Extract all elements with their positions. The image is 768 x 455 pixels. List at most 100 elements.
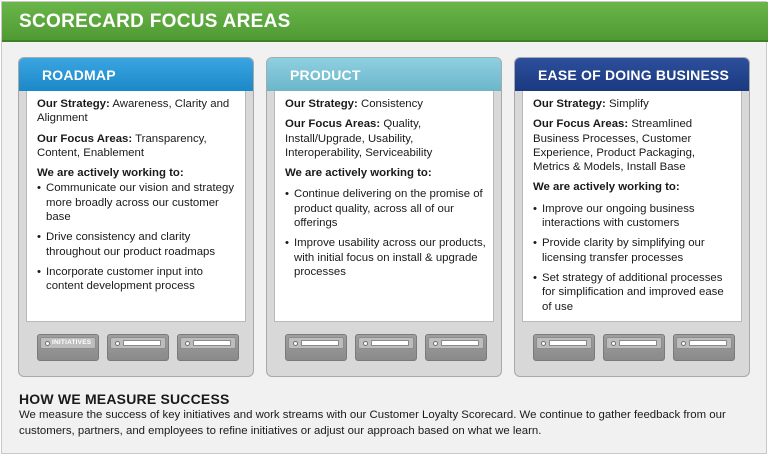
indicator-icon xyxy=(681,341,686,346)
bullet-text: Drive consistency and clarity throughout… xyxy=(46,231,216,258)
tab-face xyxy=(180,337,236,349)
focus-line: Our Focus Areas: Quality, Install/Upgrad… xyxy=(285,117,486,160)
bullet-text: Improve usability across our products, w… xyxy=(294,237,486,278)
working-heading: We are actively working to: xyxy=(37,167,184,180)
bullet-text: Provide clarity by simplifying our licen… xyxy=(542,237,705,264)
list-item: • Incorporate customer input into content… xyxy=(37,265,238,294)
page-title: SCORECARD FOCUS AREAS xyxy=(19,11,291,32)
indicator-icon xyxy=(541,341,546,346)
initiatives-tray xyxy=(522,322,742,368)
card-body: Our Strategy: Awareness, Clarity and Ali… xyxy=(26,91,246,322)
tab-face xyxy=(288,337,344,349)
strategy-line: Our Strategy: Awareness, Clarity and Ali… xyxy=(37,97,238,126)
header-banner: SCORECARD FOCUS AREAS xyxy=(2,2,768,42)
bullet-icon: • xyxy=(285,188,289,201)
card-title: PRODUCT xyxy=(290,67,361,83)
card-header: ROADMAP xyxy=(19,58,253,91)
tab-placeholder[interactable] xyxy=(533,334,595,361)
bullet-text: Communicate our vision and strategy more… xyxy=(46,182,235,224)
tab-placeholder[interactable] xyxy=(603,334,665,361)
label-bar xyxy=(193,340,231,346)
indicator-icon xyxy=(363,341,368,346)
initiatives-tab[interactable]: INITIATIVES xyxy=(37,334,99,361)
strategy-line: Our Strategy: Consistency xyxy=(285,97,486,111)
card-body: Our Strategy: Consistency Our Focus Area… xyxy=(274,91,494,322)
tab-face xyxy=(428,337,484,349)
bullet-text: Improve our ongoing business interaction… xyxy=(542,202,695,230)
card-header: PRODUCT xyxy=(267,58,501,91)
label-bar xyxy=(371,340,409,346)
focus-label: Our Focus Areas: xyxy=(533,118,629,131)
measure-paragraph: We measure the success of key initiative… xyxy=(19,409,726,437)
focus-label: Our Focus Areas: xyxy=(285,118,381,131)
indicator-icon xyxy=(293,341,298,346)
bullet-icon: • xyxy=(37,231,41,244)
initiatives-tray xyxy=(274,322,494,368)
indicator-icon xyxy=(115,341,120,346)
focus-text: Quality, Install/Upgrade, Usability, Int… xyxy=(285,118,433,159)
tab-placeholder[interactable] xyxy=(107,334,169,361)
strategy-label: Our Strategy: xyxy=(533,98,606,110)
indicator-icon xyxy=(433,341,438,346)
label-bar xyxy=(123,340,161,346)
tab-placeholder[interactable] xyxy=(355,334,417,361)
card-body: Our Strategy: Simplify Our Focus Areas: … xyxy=(522,91,742,322)
list-item: • Provide clarity by simplifying our lice… xyxy=(533,236,734,265)
tab-face xyxy=(536,337,592,349)
roadmap-card: ROADMAP Our Strategy: Awareness, Clarity… xyxy=(18,57,254,377)
label-bar xyxy=(301,340,339,346)
bullet-icon: • xyxy=(285,237,289,250)
focus-line: Our Focus Areas: Transparency, Content, … xyxy=(37,132,238,161)
list-item: • Communicate our vision and strategy mor… xyxy=(37,181,238,224)
bullet-icon: • xyxy=(533,237,537,250)
ease-of-doing-business-card: EASE OF DOING BUSINESS Our Strategy: Sim… xyxy=(514,57,750,377)
tab-placeholder[interactable] xyxy=(285,334,347,361)
list-item: • Improve our ongoing business interactio… xyxy=(533,202,734,231)
card-title: EASE OF DOING BUSINESS xyxy=(538,67,730,83)
label-bar xyxy=(619,340,657,346)
focus-label: Our Focus Areas: xyxy=(37,132,133,145)
focus-text: Streamlined Business Processes, Customer… xyxy=(533,118,696,174)
working-heading: We are actively working to: xyxy=(533,181,680,194)
tab-face xyxy=(676,337,732,349)
strategy-text: Awareness, Clarity and Alignment xyxy=(37,98,230,125)
strategy-text: Consistency xyxy=(357,98,424,110)
indicator-icon xyxy=(185,341,190,346)
label-bar xyxy=(441,340,479,346)
tab-face xyxy=(606,337,662,349)
label-bar xyxy=(549,340,587,346)
initiatives-tray: INITIATIVES xyxy=(26,322,246,368)
strategy-line: Our Strategy: Simplify xyxy=(533,97,734,111)
tab-face: INITIATIVES xyxy=(40,337,96,349)
strategy-label: Our Strategy: xyxy=(285,98,358,110)
tab-placeholder[interactable] xyxy=(425,334,487,361)
list-item: • Set strategy of additional processes fo… xyxy=(533,271,734,314)
bullet-icon: • xyxy=(533,202,537,215)
tab-face xyxy=(110,337,166,349)
card-header: EASE OF DOING BUSINESS xyxy=(515,58,749,91)
strategy-text: Simplify xyxy=(605,98,649,110)
bullet-text: Incorporate customer input into content … xyxy=(46,265,204,293)
list-item: • Drive consistency and clarity throughou… xyxy=(37,230,238,259)
tab-placeholder[interactable] xyxy=(177,334,239,361)
bullet-text: Continue delivering on the promise of pr… xyxy=(294,188,483,230)
initiatives-label: INITIATIVES xyxy=(52,339,92,346)
strategy-label: Our Strategy: xyxy=(37,98,110,110)
focus-line: Our Focus Areas: Streamlined Business Pr… xyxy=(533,117,734,174)
indicator-icon xyxy=(611,341,616,346)
product-card: PRODUCT Our Strategy: Consistency Our Fo… xyxy=(266,57,502,377)
working-heading: We are actively working to: xyxy=(285,167,432,180)
bullet-text: Set strategy of additional processes for… xyxy=(542,271,724,313)
bullet-icon: • xyxy=(533,271,537,284)
tab-placeholder[interactable] xyxy=(673,334,735,361)
label-bar xyxy=(689,340,727,346)
bullet-icon: • xyxy=(37,182,41,195)
bullet-icon: • xyxy=(37,265,41,278)
focus-text: Transparency, Content, Enablement xyxy=(37,132,207,159)
list-item: • Improve usability across our products, … xyxy=(285,236,486,279)
indicator-icon xyxy=(45,341,50,346)
card-title: ROADMAP xyxy=(42,67,116,83)
tab-face xyxy=(358,337,414,349)
list-item: • Continue delivering on the promise of p… xyxy=(285,187,486,230)
